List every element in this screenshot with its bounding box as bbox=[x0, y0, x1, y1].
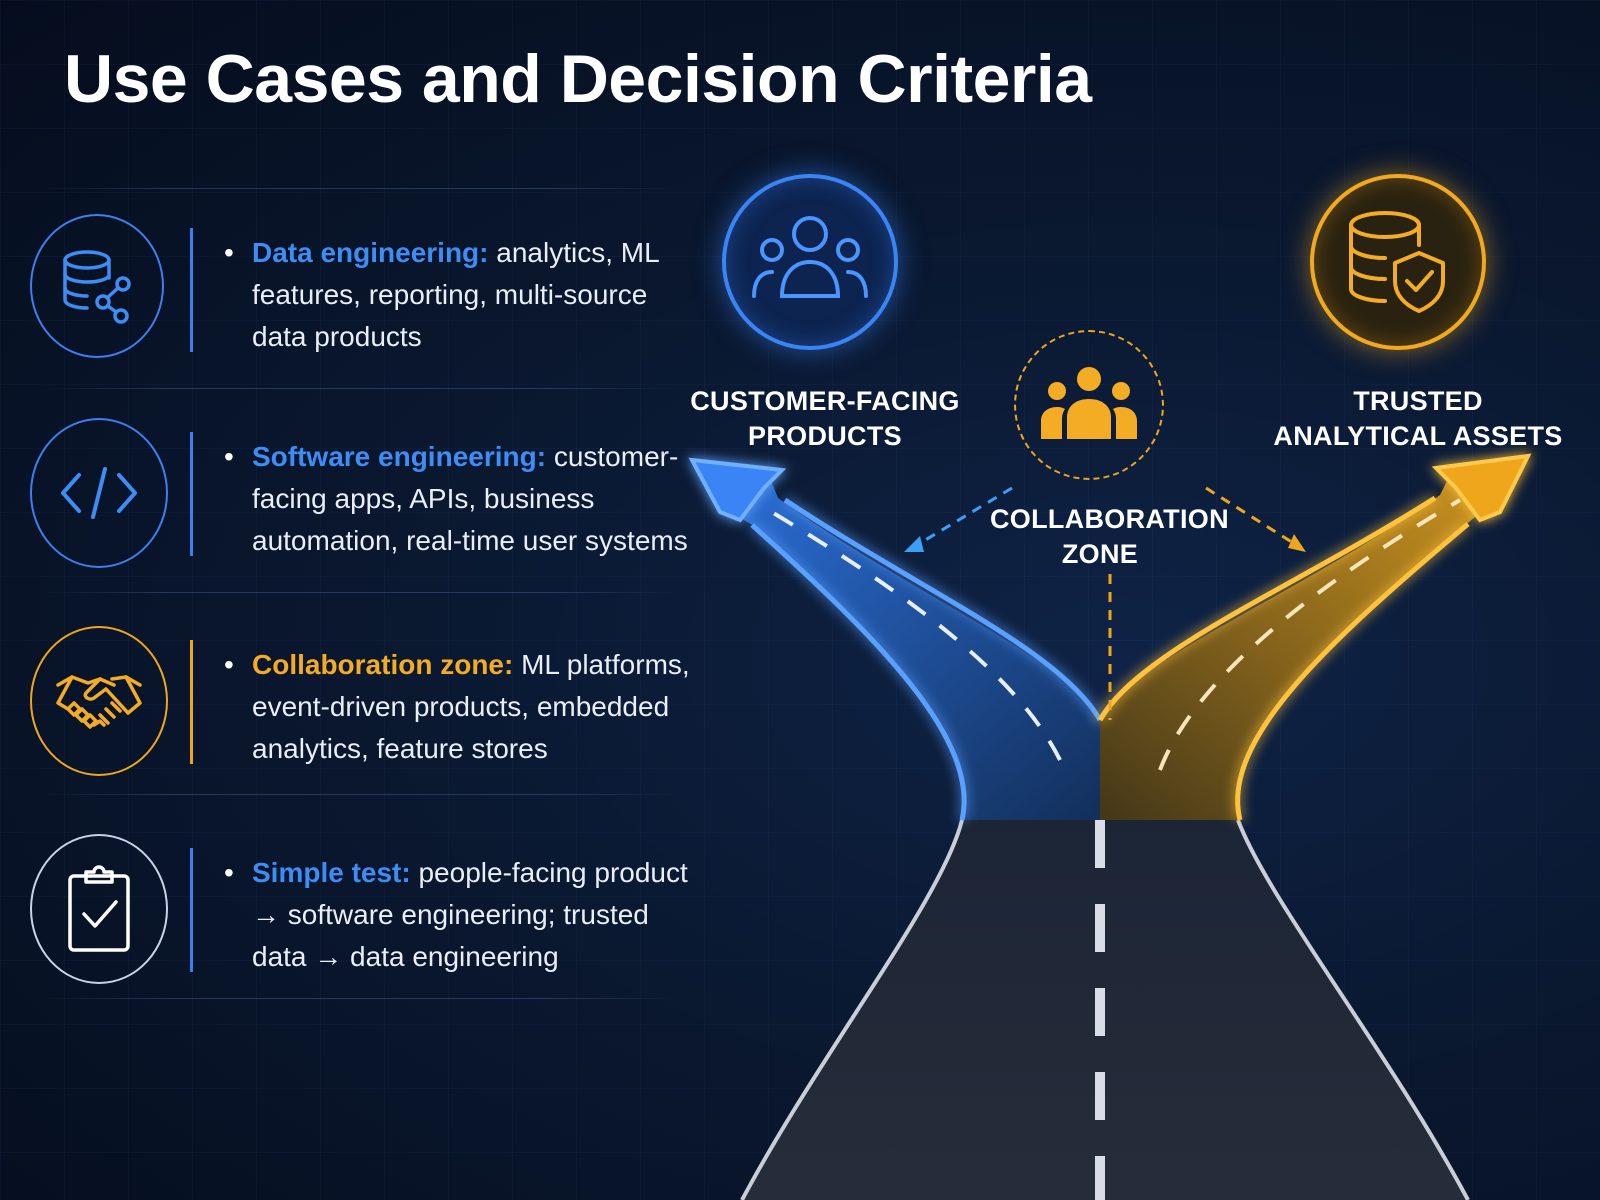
row-heading: Simple test: bbox=[252, 857, 411, 888]
divider bbox=[40, 794, 680, 795]
customer-facing-products-label: CUSTOMER-FACING PRODUCTS bbox=[690, 386, 960, 451]
handshake-icon bbox=[30, 626, 168, 776]
collab-arrow-left bbox=[904, 536, 924, 552]
blue-road bbox=[700, 465, 1100, 820]
gold-road bbox=[1100, 460, 1520, 820]
road-edge-left bbox=[740, 819, 964, 1200]
clipboard-check-icon bbox=[30, 834, 168, 984]
team-icon bbox=[1041, 365, 1137, 446]
row-body: customer-facing apps, APIs, business aut… bbox=[252, 441, 688, 556]
divider bbox=[40, 592, 680, 593]
row-text: • Software engineering: customer-facing … bbox=[224, 441, 688, 556]
row-heading: Collaboration zone: bbox=[252, 649, 514, 680]
gold-road-edge bbox=[1235, 522, 1470, 821]
row-text: • Collaboration zone: ML platforms, even… bbox=[224, 649, 690, 764]
collaboration-zone-label: COLLABORATION ZONE bbox=[990, 504, 1229, 569]
row-accent-bar bbox=[190, 228, 193, 352]
row-body: ML platforms, event-driven products, emb… bbox=[252, 649, 690, 764]
row-body: people-facing product → software enginee… bbox=[252, 857, 688, 972]
database-shield-icon bbox=[1343, 205, 1453, 320]
blue-road-edge bbox=[750, 523, 967, 821]
row-accent-bar bbox=[190, 848, 193, 972]
blue-lane-dashes bbox=[758, 503, 1062, 761]
blue-arrowhead bbox=[688, 457, 787, 523]
row-body: analytics, ML features, reporting, multi… bbox=[252, 237, 659, 352]
collaboration-zone-badge bbox=[1014, 330, 1164, 480]
row-text: • Data engineering: analytics, ML featur… bbox=[224, 237, 659, 352]
gold-arrowhead bbox=[1431, 453, 1532, 523]
divider bbox=[40, 188, 680, 189]
use-case-row-simple-test: • Simple test: people-facing product → s… bbox=[30, 834, 690, 1034]
customer-facing-products-badge bbox=[722, 174, 898, 350]
row-text: • Simple test: people-facing product → s… bbox=[224, 857, 688, 972]
page-title: Use Cases and Decision Criteria bbox=[64, 41, 1092, 117]
code-brackets-icon bbox=[30, 418, 168, 568]
collab-connector-right bbox=[1205, 486, 1299, 548]
road-edge-right bbox=[1236, 819, 1470, 1200]
people-group-icon bbox=[750, 210, 870, 315]
divider bbox=[40, 388, 680, 389]
use-case-row-software-engineering: • Software engineering: customer-facing … bbox=[30, 418, 690, 618]
database-network-icon bbox=[30, 214, 164, 358]
row-heading: Data engineering: bbox=[252, 237, 489, 268]
gold-road-edge-inner bbox=[1097, 495, 1437, 722]
collab-arrow-right bbox=[1288, 534, 1306, 552]
gold-lane-dashes bbox=[1158, 498, 1462, 771]
row-heading: Software engineering: bbox=[252, 441, 547, 472]
divider bbox=[40, 998, 680, 999]
use-case-row-collaboration-zone: • Collaboration zone: ML platforms, even… bbox=[30, 626, 690, 826]
trusted-analytical-assets-label: TRUSTED ANALYTICAL ASSETS bbox=[1273, 386, 1563, 451]
collab-connector-left bbox=[911, 486, 1013, 550]
use-case-row-data-engineering: • Data engineering: analytics, ML featur… bbox=[30, 214, 690, 414]
row-accent-bar bbox=[190, 640, 193, 764]
blue-road-edge-inner bbox=[783, 497, 1103, 722]
row-accent-bar bbox=[190, 432, 193, 556]
trusted-analytical-assets-badge bbox=[1310, 174, 1486, 350]
